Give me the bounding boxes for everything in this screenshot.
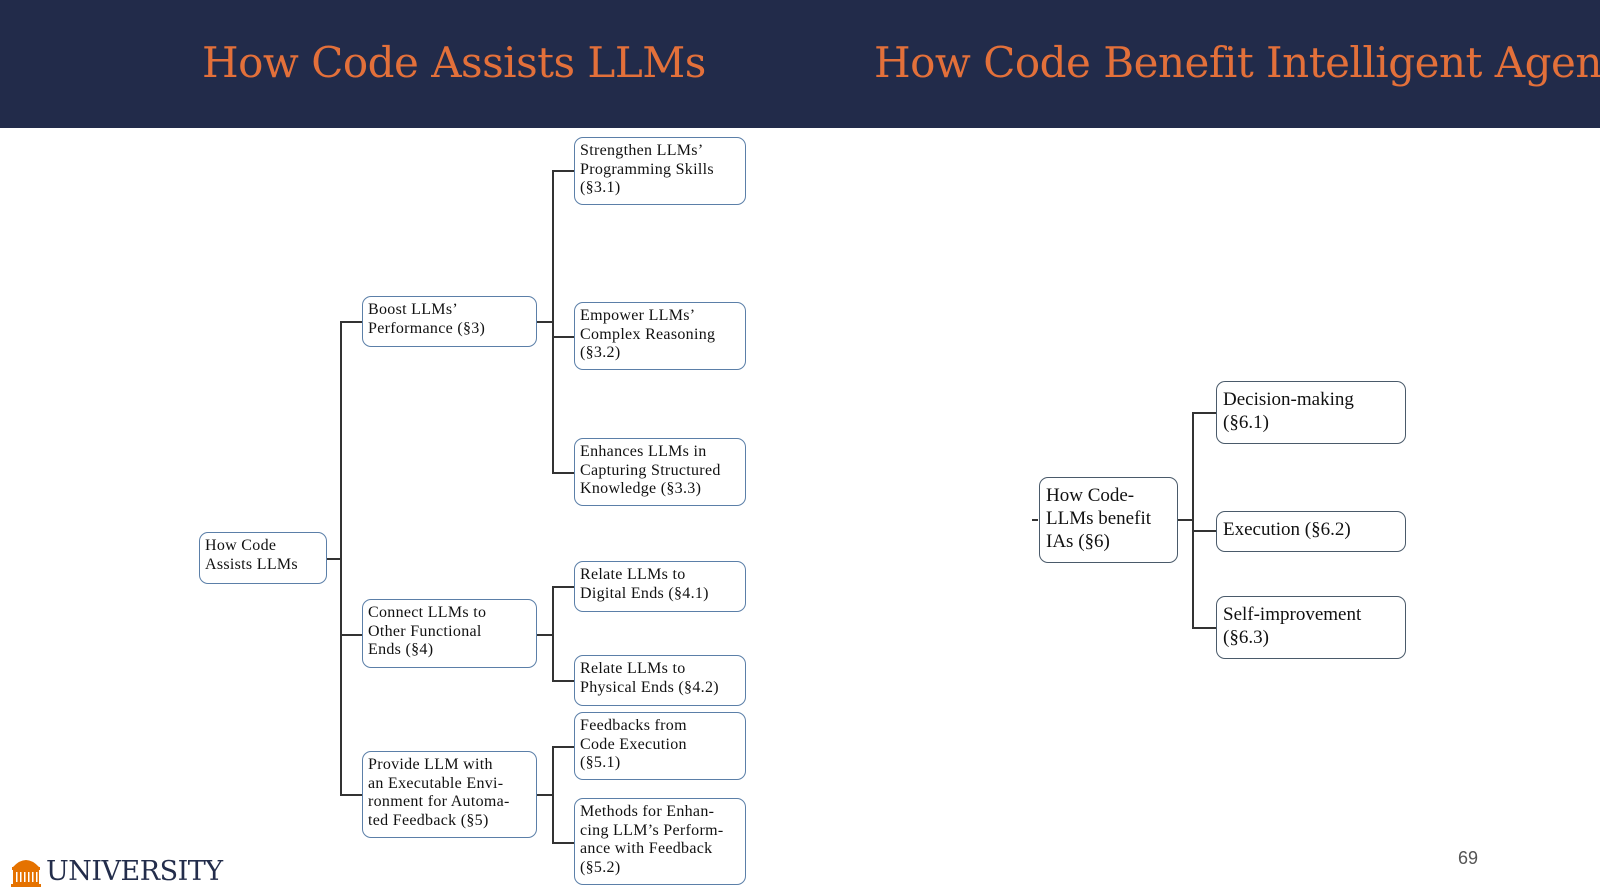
connector: [327, 558, 341, 560]
node-digital-ends: Relate LLMs to Digital Ends (§4.1): [574, 561, 746, 612]
slide-header: How Code Assists LLMs How Code Benefit I…: [0, 0, 1600, 128]
node-connect-functional-ends: Connect LLMs to Other Functional Ends (§…: [362, 599, 537, 668]
node-root-code-llms-benefit-ias: How Code- LLMs benefit IAs (§6): [1039, 477, 1178, 563]
node-structured-knowledge: Enhances LLMs in Capturing Structured Kn…: [574, 438, 746, 506]
connector: [1192, 412, 1194, 628]
university-logo: UNIVERSITY: [10, 855, 223, 887]
connector: [537, 794, 553, 796]
connector: [1192, 530, 1216, 532]
page-number: 69: [1458, 848, 1479, 868]
node-programming-skills: Strengthen LLMs’ Programming Skills (§3.…: [574, 137, 746, 205]
connector: [552, 472, 574, 474]
connector: [552, 336, 574, 338]
connector: [552, 170, 554, 473]
title-left: How Code Assists LLMs: [202, 38, 706, 87]
node-feedback-methods: Methods for Enhan- cing LLM’s Perform- a…: [574, 798, 746, 885]
node-root-code-assists-llms: How Code Assists LLMs: [199, 532, 327, 584]
title-right: How Code Benefit Intelligent Agents: [874, 38, 1600, 87]
connector: [1177, 519, 1193, 521]
node-executable-environment: Provide LLM with an Executable Envi- ron…: [362, 751, 537, 838]
connector: [537, 634, 553, 636]
connector: [552, 170, 574, 172]
connector: [552, 746, 554, 843]
connector: [552, 746, 574, 748]
rotunda-icon: [11, 860, 41, 887]
node-complex-reasoning: Empower LLMs’ Complex Reasoning (§3.2): [574, 302, 746, 370]
node-self-improvement: Self-improvement (§6.3): [1216, 596, 1406, 659]
node-decision-making: Decision-making (§6.1): [1216, 381, 1406, 444]
node-code-execution-feedback: Feedbacks from Code Execution (§5.1): [574, 712, 746, 780]
connector: [552, 586, 574, 588]
connector: [537, 321, 553, 323]
connector: [340, 794, 362, 796]
connector: [552, 680, 574, 682]
connector: [1032, 519, 1038, 521]
connector: [1192, 627, 1216, 629]
connector: [552, 586, 554, 681]
connector: [340, 321, 342, 795]
logo-wordmark: UNIVERSITY: [46, 856, 223, 887]
connector: [340, 321, 362, 323]
connector: [1192, 412, 1216, 414]
node-physical-ends: Relate LLMs to Physical Ends (§4.2): [574, 655, 746, 706]
node-boost-performance: Boost LLMs’ Performance (§3): [362, 296, 537, 347]
connector: [552, 842, 574, 844]
connector: [340, 634, 362, 636]
node-execution: Execution (§6.2): [1216, 511, 1406, 552]
